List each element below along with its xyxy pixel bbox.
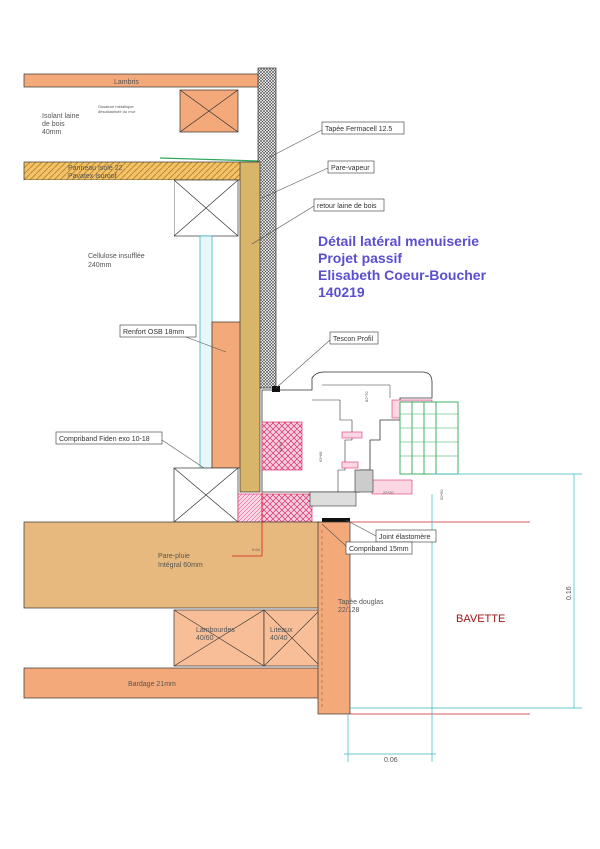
- svg-text:Pare-vapeur: Pare-vapeur: [331, 165, 370, 172]
- liteaux-label-1: Liteaux: [270, 627, 293, 634]
- isolant-label-2: de bois: [42, 121, 65, 128]
- callout-tescon: Tescon Profil: [275, 331, 379, 389]
- stud-top-cross: [173, 179, 239, 237]
- bavette-label: BAVETTE: [456, 613, 505, 625]
- cyan-frame: [199, 235, 213, 469]
- ossature-label-2: désolidarisée du mur: [98, 109, 136, 114]
- glazing-unit: [399, 401, 459, 475]
- lambris-board: [23, 73, 261, 88]
- lambris-label: Lambris: [114, 79, 139, 86]
- fermacell-mesh: [257, 67, 277, 389]
- svg-text:Compriband Fiden exo 10-18: Compriband Fiden exo 10-18: [59, 436, 150, 443]
- title-line-1: Détail latéral menuiserie: [318, 233, 479, 249]
- panneau-label-2: Pavatex Isoroof: [68, 173, 117, 180]
- svg-text:Compriband 15mm: Compriband 15mm: [349, 546, 409, 553]
- joint-mark: [322, 518, 350, 522]
- frame-insulation-block: [261, 421, 303, 471]
- svg-text:Tescon Profil: Tescon Profil: [333, 336, 374, 343]
- svg-text:Renfort OSB 18mm: Renfort OSB 18mm: [123, 329, 184, 336]
- ceiling-membrane: [159, 157, 261, 162]
- fibre-board: [239, 161, 261, 493]
- tapee-douglas-label-2: 22/128: [338, 607, 360, 614]
- callout-fermacell: Tapée Fermacell 12.5: [267, 121, 405, 159]
- svg-text:Tapée Fermacell 12.5: Tapée Fermacell 12.5: [325, 126, 392, 133]
- title-line-4: 140219: [318, 284, 365, 300]
- stud-bottom-cross: [173, 467, 239, 523]
- dim-016-value: 0.16: [566, 586, 573, 600]
- liteau-cross: [263, 609, 321, 667]
- lambourde-cross: [173, 609, 265, 667]
- dim-63-04: 63*04: [278, 441, 283, 452]
- callout-renfort-osb: Renfort OSB 18mm: [119, 324, 227, 353]
- liteaux-label-2: 40/40: [270, 635, 288, 642]
- callout-compriband-fiden: Compriband Fiden exo 10-18: [55, 431, 205, 469]
- lambourdes-label-2: 40/60: [196, 635, 214, 642]
- ossature-cross: [179, 89, 239, 133]
- dim-22-20: 22*20: [383, 490, 394, 495]
- callout-joint-elastomere: Joint élastomère: [345, 519, 437, 543]
- panneau-isole-board: [23, 161, 261, 181]
- pare-pluie-label-1: Pare-pluie: [158, 553, 190, 560]
- wall-base-tape: [237, 493, 263, 523]
- isolant-label-3: 40mm: [42, 129, 62, 136]
- tapee-douglas: [317, 521, 351, 715]
- tescon-mark: [272, 386, 280, 392]
- svg-text:retour laine de bois: retour laine de bois: [317, 203, 377, 210]
- frame-base-gray: [309, 491, 357, 507]
- bardage-board: [23, 667, 321, 699]
- frame-profile-top: [322, 384, 391, 398]
- osb-renfort: [211, 321, 243, 469]
- pare-pluie-label-2: Intégral 60mm: [158, 562, 203, 569]
- cellulose-zone: [24, 180, 174, 520]
- title-line-2: Projet passif: [318, 250, 402, 266]
- callout-retour-laine: retour laine de bois: [251, 198, 385, 245]
- pare-pluie-panel: [23, 521, 321, 609]
- isolant-label-1: Isolant laine: [42, 113, 79, 120]
- cellulose-label-2: 240mm: [88, 262, 112, 269]
- frame-bottom-insulation: [261, 493, 313, 523]
- dim-006-value: 0.06: [384, 757, 398, 764]
- title-line-3: Elisabeth Coeur-Boucher: [318, 267, 487, 283]
- lambourdes-label-1: Lambourdes: [196, 627, 235, 634]
- dim-50: 50*50: [439, 489, 444, 500]
- panneau-label-1: Panneau Isolé 22: [68, 165, 123, 172]
- frame-profile-inner: [312, 399, 353, 492]
- dim-004-value: 0.04: [252, 547, 261, 552]
- dim-82-70: 82*70: [364, 391, 369, 402]
- frame-base-gray-2: [354, 469, 374, 493]
- svg-text:Joint élastomère: Joint élastomère: [379, 534, 430, 541]
- dim-63-68: 63*68: [318, 451, 323, 462]
- cellulose-label-1: Cellulose insufflée: [88, 253, 145, 260]
- bardage-label: Bardage 21mm: [128, 681, 176, 688]
- glazing-bead-1: [341, 431, 363, 439]
- glazing-bead-2: [341, 461, 359, 469]
- ossature-label-1: Ossature métallique: [98, 104, 134, 109]
- callout-compriband-15: Compriband 15mm: [321, 523, 413, 555]
- tapee-douglas-label-1: Tapée douglas: [338, 599, 384, 606]
- callout-pare-vapeur: Pare-vapeur: [261, 160, 375, 199]
